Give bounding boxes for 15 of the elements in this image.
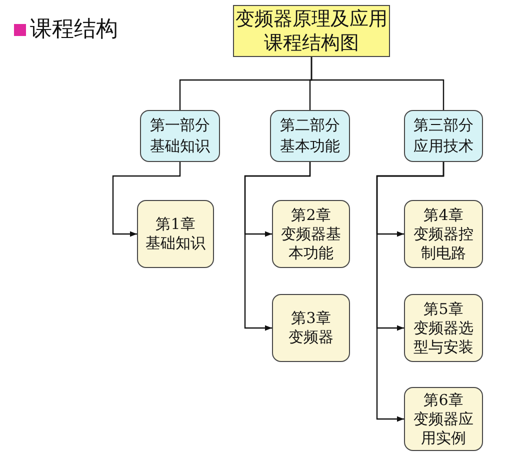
chapter-box: 第6章 变频器应用实例 (404, 387, 483, 451)
part-box: 第一部分 基础知识 (140, 110, 220, 162)
heading: 课程结构 (30, 16, 118, 44)
connector-line (310, 57, 444, 110)
chapter-box: 第2章 变频器基本功能 (272, 200, 350, 268)
part-box: 第三部分 应用技术 (404, 110, 483, 162)
chapter-box: 第3章 变频器 (272, 294, 350, 362)
chapter-box: 第5章 变频器选型与安装 (404, 294, 483, 362)
arrow (112, 162, 181, 237)
chapter-box: 第1章 基础知识 (137, 200, 214, 268)
part-box: 第二部分 基本功能 (270, 110, 350, 162)
arrow (376, 162, 444, 422)
title-box: 变频器原理及应用课程结构图 (233, 5, 390, 57)
arrow (244, 162, 311, 331)
chapter-box: 第4章 变频器控制电路 (404, 200, 483, 268)
